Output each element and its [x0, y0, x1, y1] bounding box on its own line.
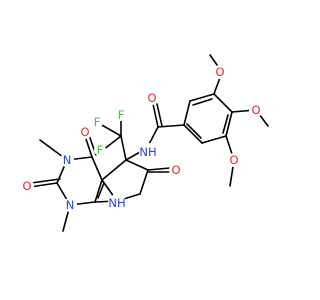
methoxy-top-oxygen-label: O [215, 65, 224, 79]
amide-oxygen-atom: O [145, 91, 159, 105]
amide-nitrogen-atom: NH [139, 143, 157, 161]
bond [152, 103, 159, 128]
methoxy-mid-oxygen-label: O [251, 103, 260, 117]
amide-oxygen-label: O [147, 91, 156, 105]
bond [147, 167, 171, 171]
fluorine-atom-1: F [115, 108, 127, 122]
fluorine-atom-2: F [91, 115, 103, 129]
bond [101, 159, 127, 181]
bond [102, 135, 122, 151]
c4-oxygen-label: O [80, 125, 89, 139]
fluorine-label-3: F [97, 143, 104, 157]
bond [139, 169, 149, 195]
c2-oxygen-label: O [22, 179, 31, 193]
methoxy-mid-oxygen-atom: O [249, 103, 263, 117]
molecule-structure-diagram: O NH O O O F F F [20, 54, 269, 232]
bond [156, 103, 163, 127]
amide-nitrogen-label: NH [139, 145, 156, 159]
bond [29, 182, 58, 188]
c4-oxygen-atom: O [78, 125, 92, 139]
bond [213, 93, 233, 113]
bond [91, 156, 103, 181]
bond [183, 100, 191, 126]
bond [84, 135, 93, 158]
methoxy-top-oxygen-atom: O [213, 65, 227, 79]
bond [94, 179, 103, 203]
bond [99, 123, 122, 137]
bond [125, 159, 149, 171]
bond [30, 178, 61, 184]
bond [222, 114, 229, 134]
n1-atom: N [63, 198, 77, 212]
n1-label: N [66, 198, 75, 212]
bond [201, 135, 227, 144]
n3-atom: N [60, 153, 74, 167]
atom-labels: O NH O O O F F F [20, 65, 263, 212]
n3-label: N [63, 153, 72, 167]
bond [183, 124, 203, 144]
c2-oxygen-atom: O [20, 179, 34, 193]
fluorine-atom-3: F [94, 143, 106, 157]
lactam-oxygen-label: O [171, 163, 180, 177]
fluorine-label-2: F [94, 115, 101, 129]
lactam-oxygen-atom: O [169, 163, 183, 177]
fluorine-label-1: F [118, 108, 125, 122]
bond [192, 98, 213, 106]
bond [189, 93, 215, 102]
methoxy-bottom-oxygen-label: O [229, 153, 238, 167]
lactam-nitrogen-atom: NH [108, 194, 126, 212]
bond [186, 123, 202, 139]
lactam-nitrogen-label: NH [108, 196, 125, 210]
bond [97, 182, 105, 199]
bond [120, 135, 127, 161]
bond [225, 111, 233, 137]
methoxy-bottom-oxygen-atom: O [227, 153, 241, 167]
